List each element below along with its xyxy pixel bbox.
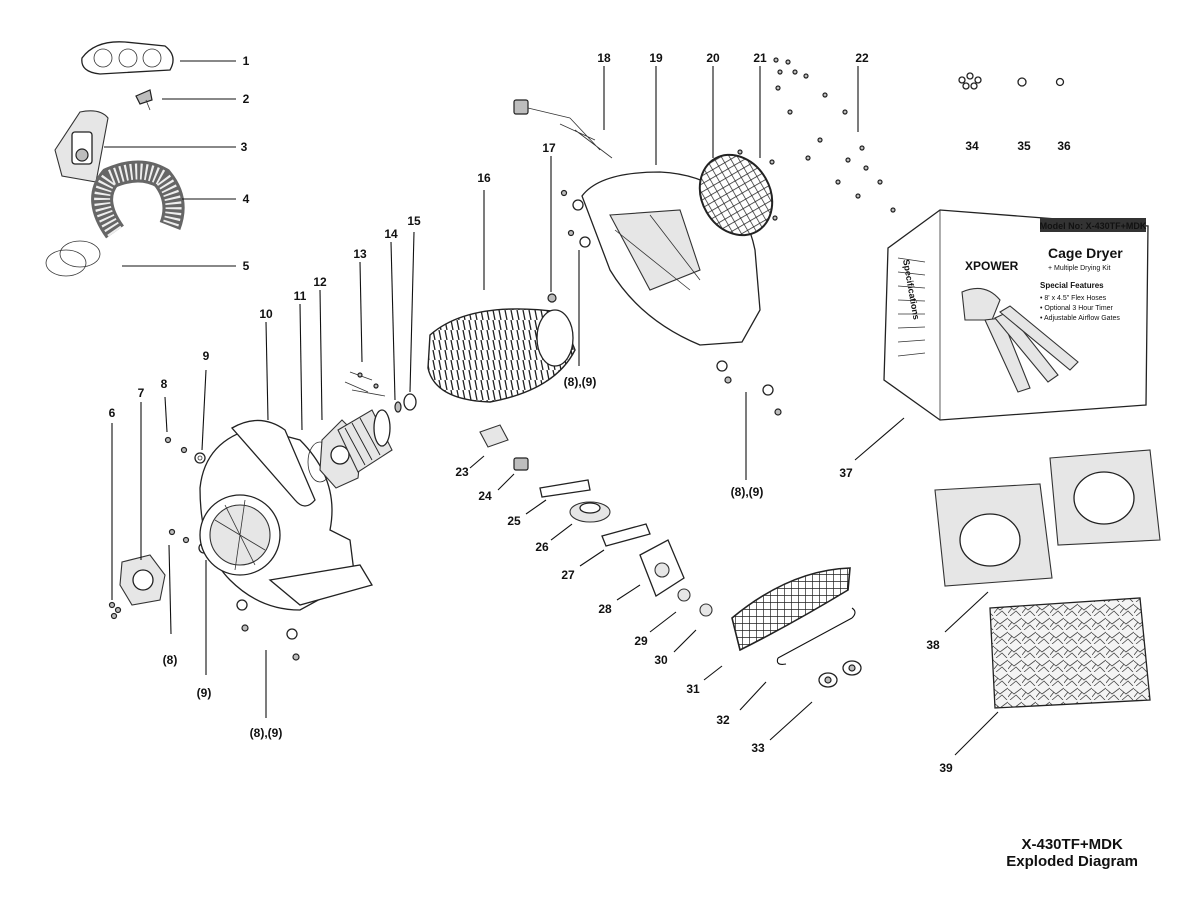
part-13-clips <box>344 371 386 397</box>
box-model-label: Model No: X-430TF+MDK <box>1040 221 1147 231</box>
part-14-washer <box>394 401 402 413</box>
callout-6: 6 <box>109 406 116 420</box>
part-7-motor-bracket <box>119 554 166 606</box>
callout-17: 17 <box>542 141 556 155</box>
part-25-switch-plate <box>539 479 591 498</box>
callout-34: 34 <box>965 139 979 153</box>
part-31-cage-rack <box>731 567 851 652</box>
callout-8-9-fan: (8),(9) <box>564 375 597 389</box>
callout-9: 9 <box>203 349 210 363</box>
callout-29: 29 <box>634 634 648 648</box>
callout-24: 24 <box>478 489 492 503</box>
callout-20: 20 <box>706 51 720 65</box>
callout-35: 35 <box>1017 139 1031 153</box>
callout-30: 30 <box>654 653 668 667</box>
callout-33: 33 <box>751 741 765 755</box>
callout-3: 3 <box>241 140 248 154</box>
part-10-left-housing <box>199 419 373 661</box>
callout-12: 12 <box>313 275 327 289</box>
box-feature-3: • Adjustable Airflow Gates <box>1040 315 1120 322</box>
callout-7: 7 <box>138 386 145 400</box>
part-24-switch <box>513 457 529 471</box>
part-6-screws <box>108 601 122 620</box>
callout-32: 32 <box>716 713 730 727</box>
callout-8-9-right: (8),(9) <box>731 485 764 499</box>
box-brand-label: XPOWER <box>965 259 1019 273</box>
part-33-casters <box>818 660 862 688</box>
callout-8-left: (8) <box>163 653 178 667</box>
part-17-screw-washers <box>547 189 591 303</box>
callout-13: 13 <box>353 247 367 261</box>
box-feature-2: • Optional 3 Hour Timer <box>1040 305 1114 312</box>
callout-37: 37 <box>839 466 853 480</box>
callout-2: 2 <box>243 92 250 106</box>
part-21-22-screws <box>737 57 896 221</box>
model-title: X-430TF+MDK <box>1021 836 1123 853</box>
box-feature-1: • 8' x 4.5" Flex Hoses <box>1040 295 1107 302</box>
part-36-nut <box>1055 77 1065 87</box>
callout-38: 38 <box>926 638 940 652</box>
part-37-product-box: Model No: X-430TF+MDK Specifications XPO… <box>883 209 1149 421</box>
callout-39: 39 <box>939 761 953 775</box>
part-29-30-feet <box>677 588 713 617</box>
callout-26: 26 <box>535 540 549 554</box>
callout-9-left: (9) <box>197 686 212 700</box>
part-38-foam-inserts <box>934 449 1161 587</box>
part-23-capacitor <box>479 424 509 448</box>
callout-15: 15 <box>407 214 421 228</box>
part-34-washers <box>958 72 982 90</box>
callout-5: 5 <box>243 259 250 273</box>
callout-10: 10 <box>259 307 273 321</box>
callout-36: 36 <box>1057 139 1071 153</box>
callout-14: 14 <box>384 227 398 241</box>
callout-labels: 1 2 3 4 5 6 7 8 9 10 11 12 13 14 15 16 1… <box>109 51 1071 775</box>
callout-11: 11 <box>294 289 307 303</box>
part-27-bracket <box>601 523 651 547</box>
part-28-control-box <box>639 539 685 597</box>
callout-28: 28 <box>598 602 612 616</box>
callout-18: 18 <box>597 51 611 65</box>
part-32-handle-wire <box>776 607 856 665</box>
callout-8: 8 <box>161 377 168 391</box>
part-18-power-cord <box>513 99 613 159</box>
callout-19: 19 <box>649 51 663 65</box>
part-2-thumb-screw <box>135 89 153 111</box>
part-20-grille <box>698 153 774 237</box>
callout-25: 25 <box>507 514 521 528</box>
part-3-timer-module <box>54 110 109 183</box>
callout-16: 16 <box>477 171 491 185</box>
callout-8-9-left-bottom: (8),(9) <box>250 726 283 740</box>
part-26-timer-knob <box>569 501 611 523</box>
callout-22: 22 <box>855 51 869 65</box>
part-1-hose-cap <box>81 41 174 75</box>
box-product-subtitle: + Multiple Drying Kit <box>1048 265 1110 272</box>
box-product-name: Cage Dryer <box>1048 245 1123 261</box>
part-5-hose-rings <box>45 240 101 277</box>
diagram-subtitle: Exploded Diagram <box>1006 853 1138 870</box>
callout-1: 1 <box>243 54 250 68</box>
callout-4: 4 <box>243 192 250 206</box>
callout-23: 23 <box>455 465 469 479</box>
leader-lines <box>104 60 999 756</box>
callout-27: 27 <box>561 568 575 582</box>
callout-21: 21 <box>753 51 767 65</box>
part-8-screws <box>164 436 176 536</box>
box-features-title: Special Features <box>1040 281 1104 290</box>
diagram-footer: X-430TF+MDK Exploded Diagram <box>1006 836 1138 870</box>
callout-31: 31 <box>686 682 700 696</box>
part-35-washer <box>1017 77 1027 87</box>
part-16-blower-wheel <box>427 308 576 403</box>
part-15-bushing <box>403 393 417 411</box>
part-4-flex-hose <box>91 160 185 239</box>
part-39-plastic-bag <box>989 597 1151 709</box>
part-13-motor <box>337 409 393 473</box>
